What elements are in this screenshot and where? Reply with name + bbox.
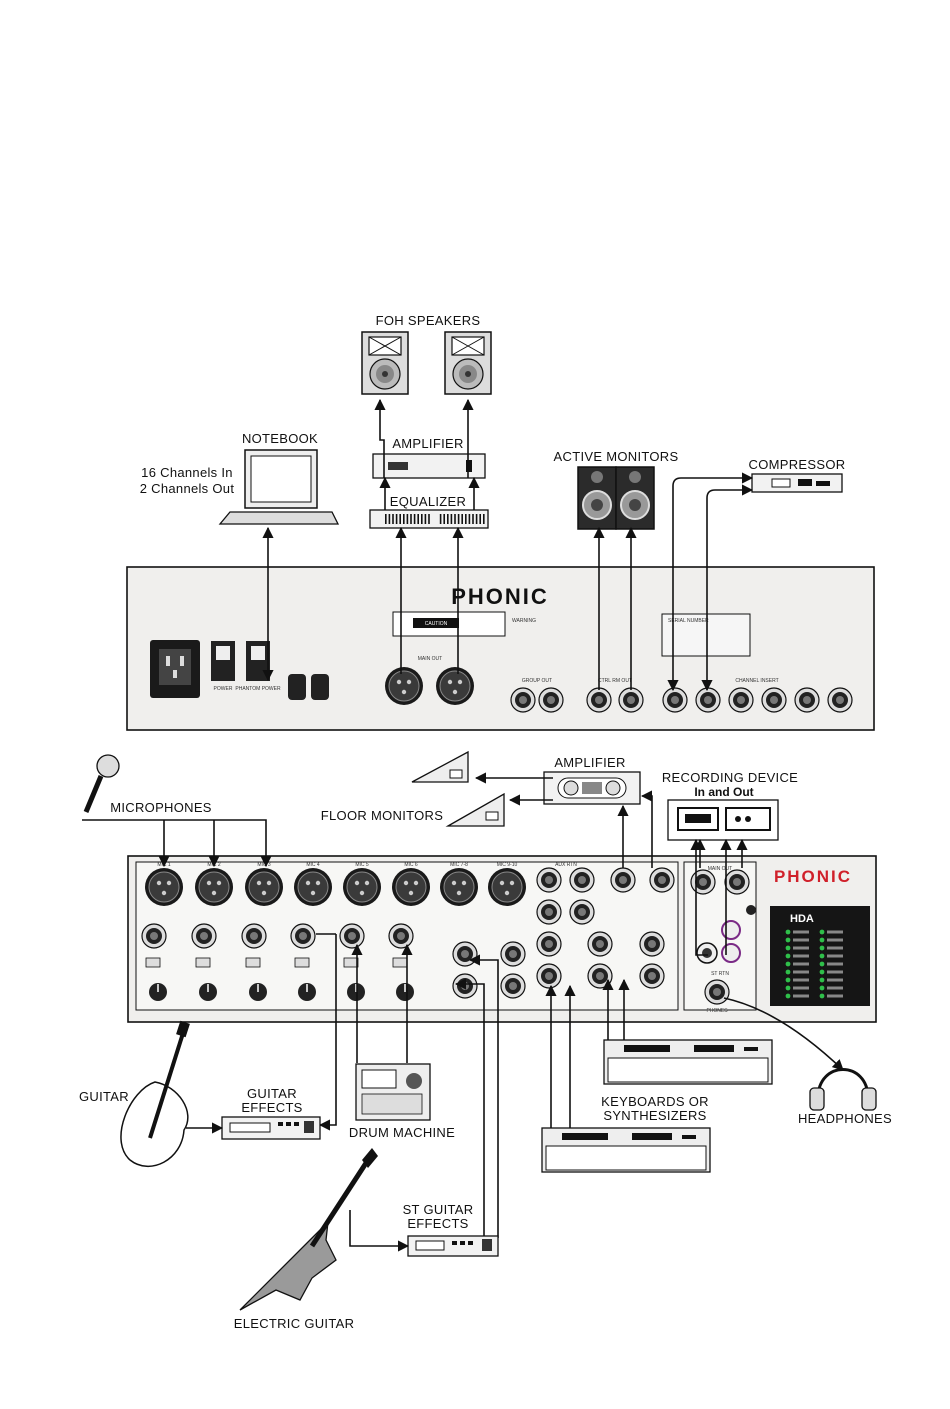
rear-phantom-label: PHANTOM POWER: [235, 686, 281, 692]
label-st-guitar-effects-2: EFFECTS: [407, 1216, 468, 1231]
equalizer-icon: [369, 509, 489, 529]
lower-connections: [82, 772, 844, 1238]
foh-speaker-left: [361, 331, 409, 395]
label-channels-out: 2 Channels Out: [140, 481, 235, 496]
electric-guitar-icon: [239, 1148, 378, 1311]
compressor-icon: [751, 473, 843, 493]
label-amplifier-bottom: AMPLIFIER: [554, 755, 625, 770]
label-compressor: COMPRESSOR: [749, 457, 846, 472]
label-notebook: NOTEBOOK: [242, 431, 318, 446]
keyboard-1: [603, 1039, 773, 1085]
label-foh-speakers: FOH SPEAKERS: [376, 313, 481, 328]
mic-label-3: MIC 3: [257, 862, 271, 868]
front-panel-model: HDA: [790, 913, 814, 925]
label-recording-device-sub: In and Out: [694, 785, 753, 799]
label-keyboards-2: SYNTHESIZERS: [603, 1108, 706, 1123]
front-st-rtn-label: ST RTN: [711, 971, 729, 977]
microphone-icon: [83, 754, 120, 813]
rear-caution-label: CAUTION: [425, 621, 448, 627]
foh-speaker-right: [444, 331, 492, 395]
label-equalizer: EQUALIZER: [390, 494, 466, 509]
label-active-monitors: ACTIVE MONITORS: [554, 449, 679, 464]
mic-label-5: MIC 5: [355, 862, 369, 868]
rear-ctrl-rm-label: CTRL RM OUT: [598, 678, 632, 684]
floor-monitor-1: [411, 750, 469, 783]
floor-monitor-2: [445, 792, 505, 827]
label-channels-in: 16 Channels In: [141, 465, 233, 480]
label-amplifier-top: AMPLIFIER: [392, 436, 463, 451]
label-recording-device: RECORDING DEVICE: [662, 770, 798, 785]
rear-serial-label: SERIAL NUMBER: [668, 618, 709, 624]
label-floor-monitors: FLOOR MONITORS: [321, 808, 443, 823]
rear-main-out-label: MAIN OUT: [418, 656, 442, 662]
rear-channel-insert-label: CHANNEL INSERT: [735, 678, 778, 684]
label-microphones: MICROPHONES: [110, 800, 212, 815]
mic-label-6: MIC 6: [404, 862, 418, 868]
mic-label-7: MIC 7-8: [450, 862, 468, 868]
upper-connections: [262, 398, 754, 692]
mixer-rear-panel: PHONIC POWER PHANTOM POWER CAUTION WARNI…: [126, 566, 875, 731]
amplifier-top-icon: [372, 453, 486, 479]
keyboard-2: [541, 1127, 711, 1173]
rear-panel-brand: PHONIC: [451, 584, 549, 609]
front-main-out-label: MAIN OUT: [708, 866, 732, 872]
label-st-guitar-effects-1: ST GUITAR: [403, 1202, 474, 1217]
label-keyboards-1: KEYBOARDS OR: [601, 1094, 709, 1109]
rear-group-out-label: GROUP OUT: [522, 678, 552, 684]
st-guitar-effects-icon: [407, 1235, 499, 1257]
mic-channel-4: MIC 4: [290, 862, 333, 1002]
label-guitar: GUITAR: [79, 1089, 129, 1104]
active-monitor-left: [577, 466, 617, 530]
front-aux-return-label: AUX RTN: [555, 862, 577, 868]
drum-machine-icon: [355, 1063, 431, 1121]
acoustic-guitar-icon: [120, 1020, 190, 1167]
mic-channel-8: MIC 9-10: [487, 862, 527, 999]
label-headphones: HEADPHONES: [798, 1111, 892, 1126]
mic-label-8: MIC 9-10: [497, 862, 518, 868]
mic-channel-5: MIC 5: [339, 862, 382, 1002]
mic-channel-7: MIC 7-8: [439, 862, 479, 999]
headphones-icon: [809, 1068, 877, 1111]
rear-warning-label: WARNING: [512, 618, 536, 624]
active-monitor-right: [615, 466, 655, 530]
mic-label-4: MIC 4: [306, 862, 320, 868]
recording-device-icon: [667, 799, 779, 841]
guitar-effects-icon: [221, 1116, 321, 1140]
label-drum-machine: DRUM MACHINE: [349, 1125, 455, 1140]
label-guitar-effects-1: GUITAR: [247, 1086, 297, 1101]
amplifier-bottom-icon: [543, 771, 641, 805]
label-guitar-effects-2: EFFECTS: [241, 1100, 302, 1115]
front-panel-brand: PHONIC: [774, 867, 852, 886]
notebook-icon: [218, 449, 340, 525]
front-phones-label: PHONES: [706, 1008, 728, 1014]
rear-power-label: POWER: [214, 686, 233, 692]
label-electric-guitar: ELECTRIC GUITAR: [234, 1316, 355, 1331]
